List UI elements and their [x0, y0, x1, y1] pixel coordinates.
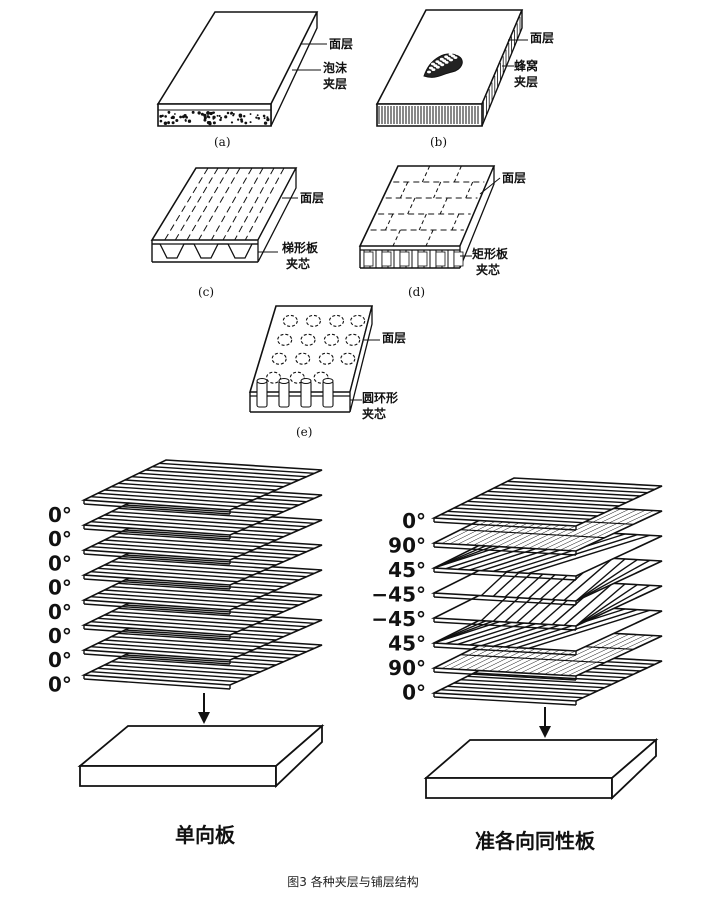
quasi-isotropic-angle-label: −45°: [371, 583, 426, 607]
panel-d-rectangular-core: 面层 矩形板 夹芯 (d): [360, 166, 526, 299]
panel-b-face-label: 面层: [530, 31, 554, 45]
panel-a-foam-sandwich: 面层 泡沫 夹层 (a): [158, 12, 353, 149]
unidirectional-arrow-icon: [198, 712, 210, 724]
panel-e-tag: (e): [296, 425, 312, 439]
quasi-isotropic-angle-label: 90°: [388, 656, 426, 680]
panel-e-core-label-1: 圆环形: [362, 391, 398, 405]
unidirectional-angle-label: 0°: [48, 527, 72, 551]
quasi-isotropic-arrow-icon: [539, 726, 551, 738]
quasi-isotropic-angle-label: −45°: [371, 607, 426, 631]
panel-b-core-label-1: 蜂窝: [514, 58, 538, 73]
panel-c-core-label-1: 梯形板: [282, 240, 319, 255]
panel-b-core-label-2: 夹层: [514, 74, 538, 89]
unidirectional-angle-label: 0°: [48, 551, 72, 575]
quasi-isotropic-laminate: 0°90°45°−45°−45°45°90°0° 准各向同性板: [371, 478, 662, 853]
quasi-isotropic-angle-labels: 0°90°45°−45°−45°45°90°0°: [371, 509, 426, 705]
unidirectional-angle-labels: 0°0°0°0°0°0°0°0°: [48, 503, 72, 696]
quasi-isotropic-angle-label: 0°: [402, 509, 426, 533]
unidirectional-laminate: 0°0°0°0°0°0°0°0° 单向板: [48, 460, 322, 847]
panel-d-core-ribs: [364, 250, 463, 268]
panel-d-tag: (d): [408, 285, 425, 299]
panel-a-tag: (a): [214, 135, 231, 149]
panel-c-trapezoid-core: 面层 梯形板 夹芯 (c): [152, 168, 324, 299]
panel-a-core-label-2: 夹层: [323, 76, 347, 91]
panel-b-honeycomb-sandwich: 面层 蜂窝 夹层 (b): [377, 10, 554, 149]
unidirectional-angle-label: 0°: [48, 503, 72, 527]
quasi-isotropic-ply-stack: [434, 478, 662, 705]
unidirectional-ply-stack: [84, 460, 322, 689]
quasi-isotropic-angle-label: 90°: [388, 534, 426, 558]
panel-a-core-label-1: 泡沫: [323, 60, 348, 75]
quasi-isotropic-angle-label: 45°: [388, 632, 426, 656]
quasi-isotropic-label: 准各向同性板: [475, 829, 596, 853]
unidirectional-angle-label: 0°: [48, 576, 72, 600]
panel-c-face-label: 面层: [300, 191, 324, 205]
panel-c-tag: (c): [198, 285, 214, 299]
unidirectional-label: 单向板: [175, 823, 236, 847]
figure-caption: 图3 各种夹层与铺层结构: [287, 874, 418, 889]
panel-d-face-label: 面层: [502, 171, 526, 185]
panel-e-face-label: 面层: [382, 331, 406, 345]
unidirectional-angle-label: 0°: [48, 600, 72, 624]
panel-d-core-label-2: 夹芯: [476, 262, 500, 277]
unidirectional-angle-label: 0°: [48, 648, 72, 672]
quasi-isotropic-angle-label: 0°: [402, 681, 426, 705]
panel-d-core-label-1: 矩形板: [471, 246, 509, 261]
panel-e-ring-core: 面层 圆环形 夹芯 (e): [250, 306, 406, 439]
unidirectional-angle-label: 0°: [48, 672, 72, 696]
quasi-isotropic-angle-label: 45°: [388, 558, 426, 582]
panel-c-core-label-2: 夹芯: [286, 256, 310, 271]
panel-e-core-label-2: 夹芯: [362, 406, 386, 421]
unidirectional-angle-label: 0°: [48, 624, 72, 648]
panel-b-tag: (b): [430, 135, 447, 149]
panel-a-face-label: 面层: [329, 37, 353, 51]
